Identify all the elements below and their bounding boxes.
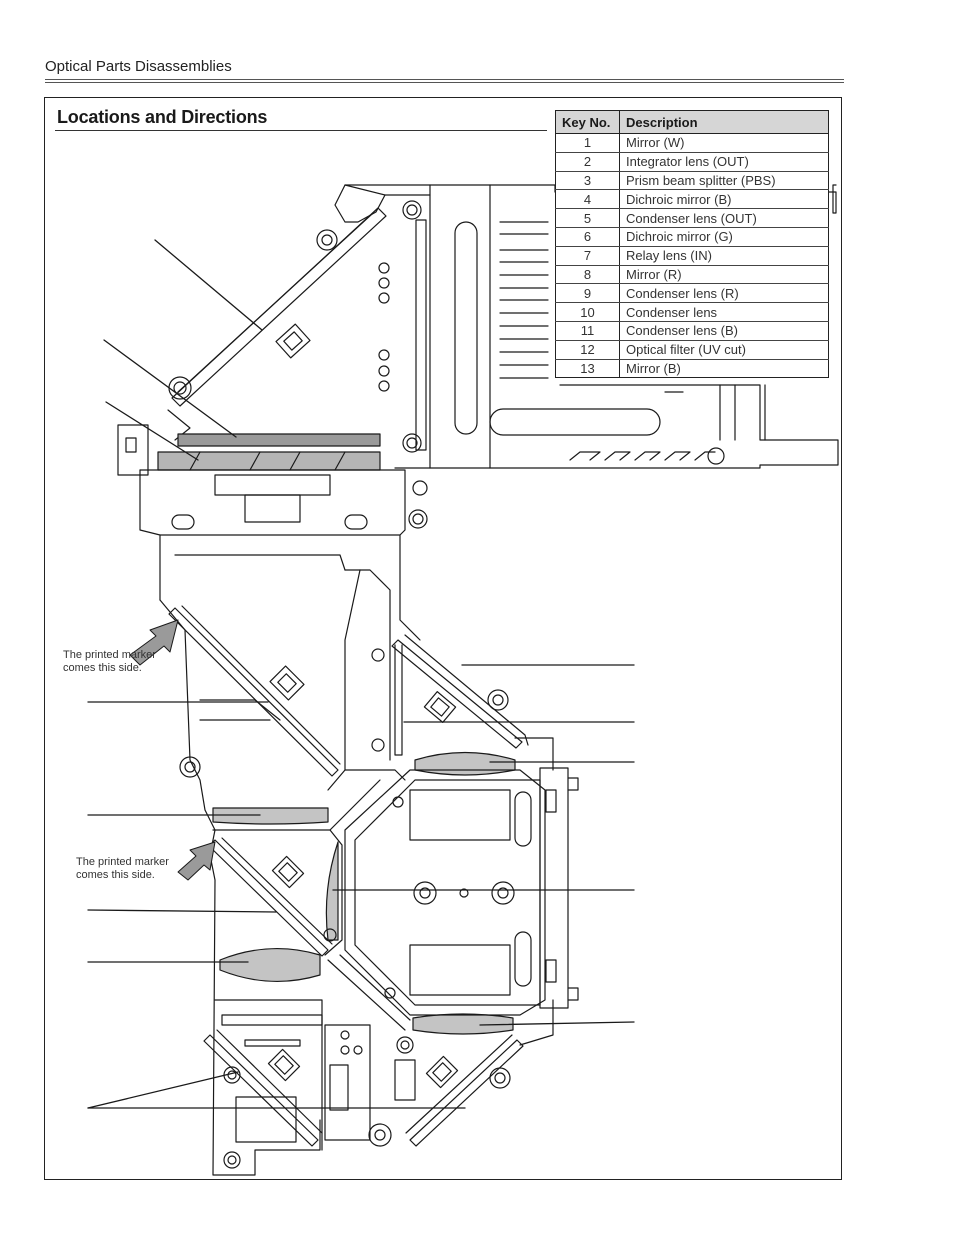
light-box [344,737,579,1046]
note-line: comes this side. [76,869,155,881]
note-line: The printed marker [63,649,156,661]
description-cell: Condenser lens [619,302,829,322]
key-no-cell: 7 [555,246,620,266]
key-no-cell: 12 [555,340,620,360]
header-rule [45,79,844,80]
description-cell: Mirror (B) [626,360,681,376]
description-cell: Condenser lens (OUT) [619,208,829,228]
description-cell: Condenser lens (B) [619,321,829,341]
key-no-cell: 2 [555,152,620,172]
description-header: Description [619,110,829,134]
description-cell: Prism beam splitter (PBS) [619,171,829,191]
description-cell: Dichroic mirror (B) [619,189,829,210]
callout-leader-lines [87,239,635,1109]
key-no-cell: 8 [555,265,620,285]
header-rule [45,82,844,83]
key-no-cell: 6 [555,227,620,247]
description-cell: Mirror (R) [619,265,829,285]
key-no-cell: 11 [555,321,620,341]
description-cell: Optical filter (UV cut) [619,340,829,360]
content-frame [44,97,842,1180]
description-cell: Dichroic mirror (G) [619,227,829,247]
mirror-lower-right [405,1034,524,1147]
note-line: comes this side. [63,662,142,674]
page-title: Locations and Directions [57,107,268,127]
note-line: The printed marker [76,856,169,868]
page-section-header: Optical Parts Disassemblies [45,58,232,75]
key-no-cell: 9 [555,283,620,304]
printed-marker-note: The printed marker comes this side. [63,649,156,675]
description-cell: Integrator lens (OUT) [619,152,829,172]
key-no-cell: 4 [555,189,620,210]
title-rule [55,130,547,131]
description-cell: Relay lens (IN) [619,246,829,266]
description-cell: Condenser lens (R) [619,283,829,304]
pbs-and-integrator [117,424,381,476]
relay-frame [327,769,411,1031]
description-cell: Mirror (W) [619,133,829,153]
key-no-cell: 3 [555,171,620,191]
key-no-header: Key No. [555,110,620,134]
table-header-row: Key No. Description [555,110,829,134]
condenser-lenses [212,751,516,1035]
dichroic-mirror-b [168,605,341,777]
mirror-r-part [208,837,333,957]
table-row: 13 Mirror (B) [555,359,829,378]
printed-marker-note: The printed marker comes this side. [76,856,169,882]
lower-housing [212,829,416,1169]
dichroic-mirror-g [391,634,529,756]
mirror-b-part [203,1029,323,1147]
upper-housing [316,184,839,469]
key-no-cell: 5 [555,208,620,228]
key-no-cell: 1 [555,133,620,153]
mirror-w-part [167,207,387,441]
key-no-cell: 10 [555,302,620,322]
marker-arrow-icon [129,619,179,666]
key-no-cell: 13 [555,359,620,378]
marker-arrow-icon [177,841,216,881]
